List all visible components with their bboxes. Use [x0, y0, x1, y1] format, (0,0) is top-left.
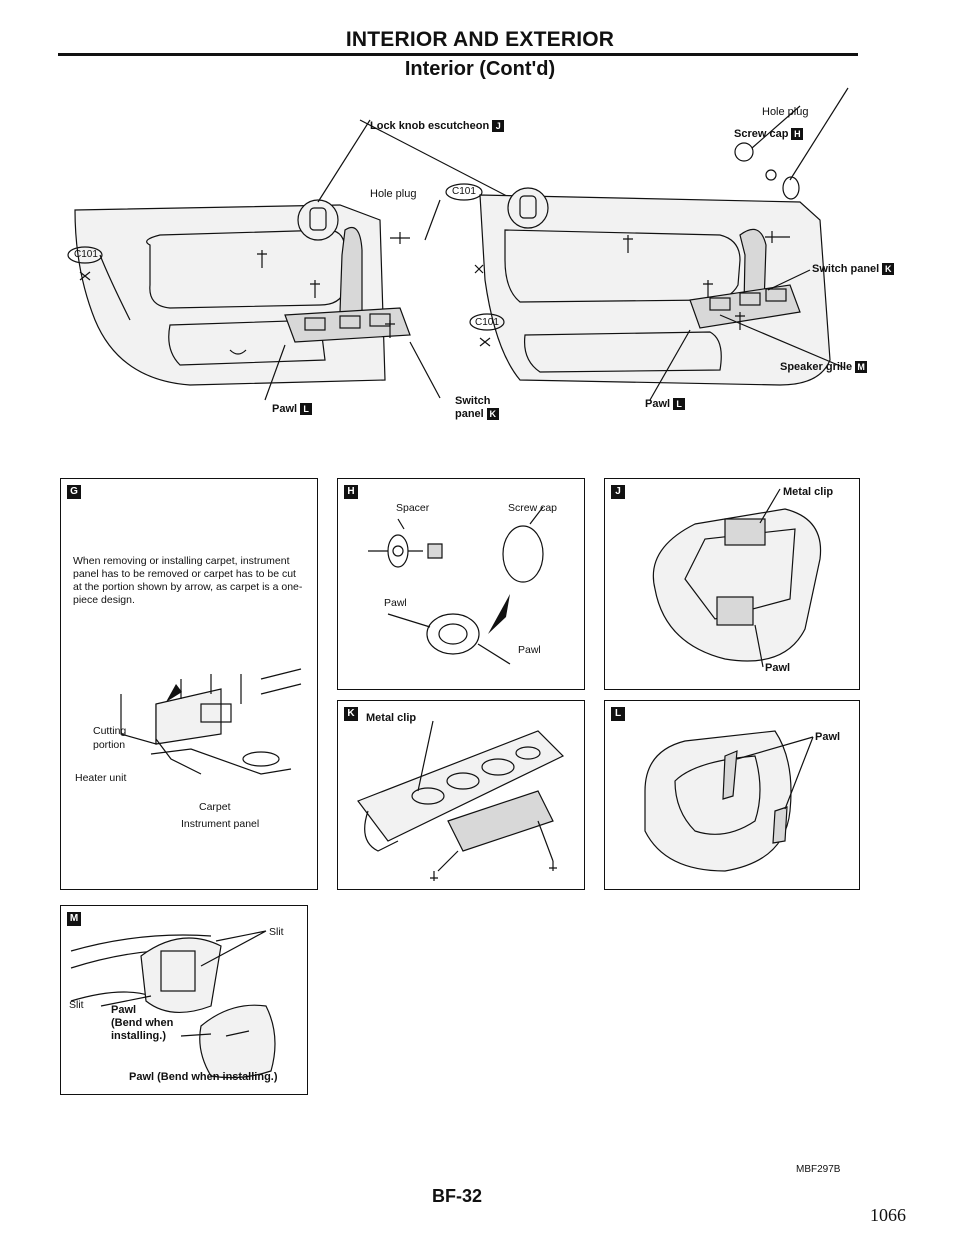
panel-k-badge: K — [344, 707, 358, 721]
instrument-panel-label: Instrument panel — [181, 818, 260, 830]
clip-c101-center-label: C101 — [452, 186, 476, 197]
panel-m-badge: M — [67, 912, 81, 926]
cutting-portion-label: Cutting portion — [93, 725, 127, 751]
slit-left-label: Slit — [69, 999, 84, 1011]
clip-c101-left-label: C101 — [74, 249, 98, 260]
switch-panel-illustration — [357, 720, 565, 881]
panel-h-badge: H — [344, 485, 358, 499]
hole-plug-center-label: Hole plug — [370, 188, 417, 200]
panel-j-badge: J — [611, 485, 625, 499]
spacer-label: Spacer — [396, 502, 430, 514]
panel-h: H Spacer Screw cap Pawl Pawl — [337, 478, 585, 690]
page-title: INTERIOR AND EXTERIOR — [345, 28, 615, 51]
panel-g-badge: G — [67, 485, 81, 499]
pawl-left-label-h: Pawl — [384, 597, 407, 609]
pawl-label-j: Pawl — [765, 662, 791, 674]
panel-m: M Slit Slit Pawl (Bend when installing.)… — [60, 905, 308, 1095]
pawl-right-label-h: Pawl — [518, 644, 541, 656]
pawl-bend-label: Pawl (Bend when installing.) — [111, 1004, 174, 1042]
pull-cup-illustration — [644, 730, 814, 872]
carpet-cut-illustration — [120, 668, 302, 775]
panel-l: L Pawl — [604, 700, 860, 890]
panel-g-note: When removing or installing carpet, inst… — [73, 555, 303, 606]
page-number: 1066 — [870, 1205, 906, 1225]
slit-top-label: Slit — [269, 926, 284, 938]
heater-unit-label: Heater unit — [75, 772, 127, 784]
metal-clip-label-j: Metal clip — [783, 486, 834, 498]
figure-code: MBF297B — [796, 1164, 841, 1175]
pawl-label-l: Pawl — [815, 731, 841, 743]
escutcheon-illustration — [652, 488, 822, 668]
speaker-grille-illustration — [70, 930, 276, 1079]
pawl-bend-bottom-label: Pawl (Bend when installing.) — [129, 1071, 278, 1083]
hole-plug-top-label: Hole plug — [762, 106, 809, 118]
panel-g: G When removing or installing carpet, in… — [60, 478, 318, 890]
metal-clip-label-k: Metal clip — [366, 712, 417, 724]
panel-k: K Metal clip — [337, 700, 585, 890]
clip-c101-lower-label: C101 — [475, 317, 499, 328]
door-trim-diagram — [67, 87, 849, 401]
screw-cap-label-h: Screw cap — [508, 502, 558, 514]
panel-l-badge: L — [611, 707, 625, 721]
panel-j: J Metal clip Pawl — [604, 478, 860, 690]
page-code: BF-32 — [432, 1186, 483, 1206]
page-subtitle: Interior (Cont'd) — [404, 58, 556, 80]
screw-cap-illustration — [368, 506, 544, 665]
carpet-label: Carpet — [199, 801, 231, 813]
title-rule — [58, 53, 858, 56]
